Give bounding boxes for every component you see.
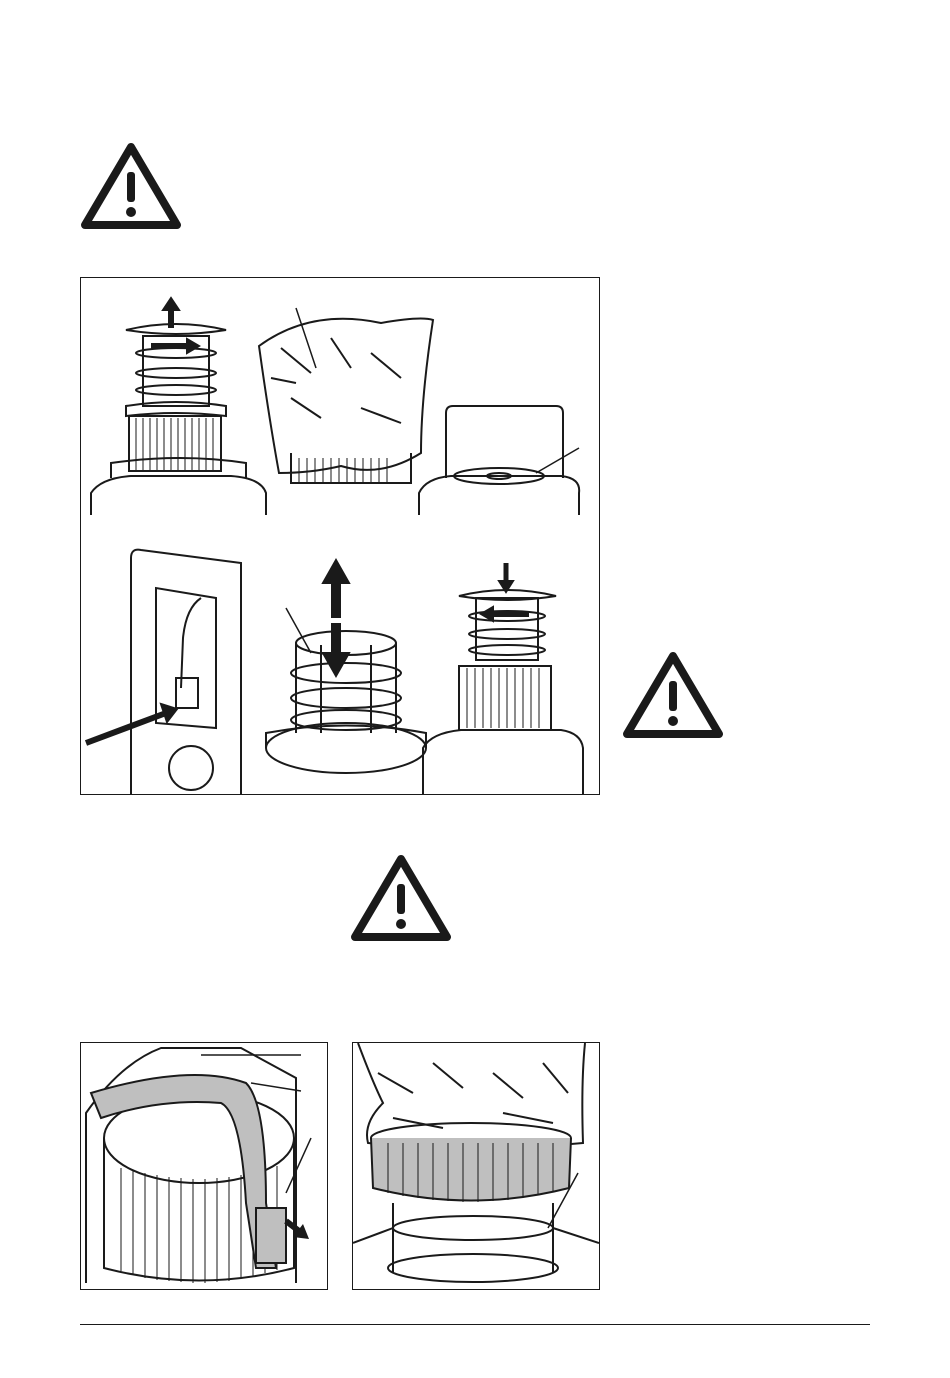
step-5-cage-drawing — [266, 608, 426, 773]
warning-triangle-icon — [80, 142, 182, 230]
filter-bag-over-cartridge-figure — [352, 1042, 600, 1290]
step-2-filter-bag-drawing — [259, 308, 433, 483]
footer-rule — [80, 1324, 870, 1325]
step-3-canister-drawing — [419, 406, 579, 516]
warning-triangle-icon — [350, 854, 452, 942]
step-6-reassembly-drawing — [423, 590, 583, 794]
step-4-latch-drawing — [131, 550, 241, 794]
filter-frame-and-clip-figure — [80, 1042, 328, 1290]
filter-cleaning-steps-figure — [80, 277, 600, 795]
step-1-cartridge-drawing — [91, 324, 266, 516]
warning-triangle-icon — [622, 651, 724, 739]
